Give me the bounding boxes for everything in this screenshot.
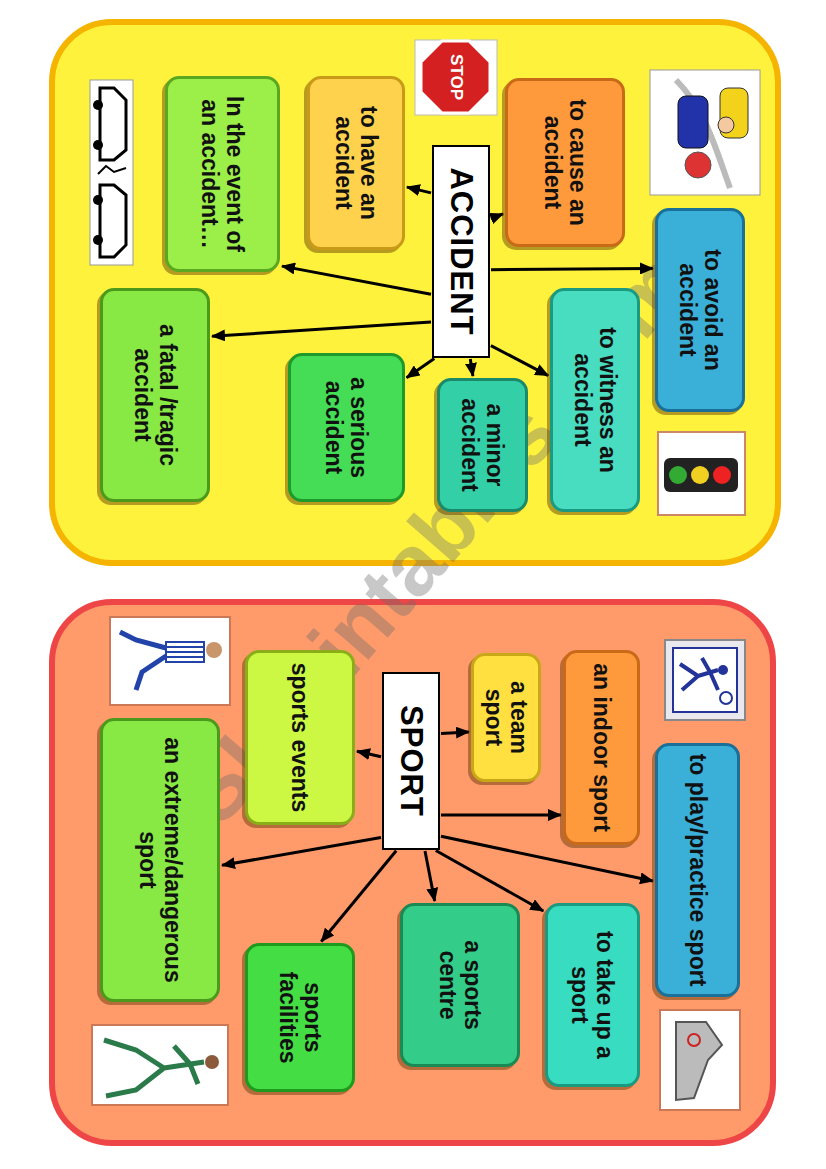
topic-box: SPORT <box>382 672 440 850</box>
collocation-box: an extreme/dangerous sport <box>100 718 220 1002</box>
arrow-connector <box>282 266 431 294</box>
car-wheel <box>93 100 103 110</box>
cars-frame <box>90 80 133 265</box>
collocation-box: to have an accident <box>307 76 405 250</box>
footballer-head <box>206 642 222 658</box>
car-outline <box>100 185 126 257</box>
runner-head <box>205 1055 219 1069</box>
arrow-connector <box>425 851 435 901</box>
arrow-connector <box>357 751 381 756</box>
green-light <box>669 466 687 484</box>
car-wheel <box>93 140 103 150</box>
blue-car <box>678 96 708 148</box>
tennis-racket <box>720 692 732 704</box>
collocation-box: a minor accident <box>437 378 528 512</box>
car-wheel <box>93 235 103 245</box>
topic-word: ACCIDENT <box>444 167 477 335</box>
collocation-box: In the event of an accident… <box>165 76 280 272</box>
collocation-box: sports events <box>245 650 355 825</box>
sign-disc <box>685 152 711 178</box>
player-head <box>718 665 728 675</box>
crash-spark <box>98 166 126 174</box>
collocation-box: to witness an accident <box>550 288 640 512</box>
tennis-sign <box>673 648 737 712</box>
collocation-text: an indoor sport <box>589 663 614 832</box>
collocation-text: sports events <box>288 663 313 813</box>
collocation-text: In the event of an accident… <box>198 85 248 263</box>
driver-head <box>718 117 734 133</box>
red-light <box>713 466 731 484</box>
running-figure <box>104 1040 204 1096</box>
arrow-connector <box>436 851 544 912</box>
collocation-box: a serious accident <box>288 353 405 502</box>
collocation-text: sports facilities <box>275 952 325 1083</box>
collocation-box: an indoor sport <box>563 650 640 845</box>
traffic-light-housing <box>664 458 738 492</box>
tennis-player <box>680 658 718 690</box>
collocation-text: a team sport <box>481 662 531 773</box>
collocation-box: to take up a sport <box>545 903 640 1087</box>
arrow-connector <box>470 359 473 376</box>
collocation-box: a fatal /tragic accident <box>100 288 210 502</box>
collocation-box: to cause an accident <box>505 78 625 247</box>
collocation-box: to play/practice sport <box>655 743 740 997</box>
sport-shoe <box>676 1022 722 1100</box>
amber-light <box>691 466 709 484</box>
arrow-connector <box>441 732 469 734</box>
topic-word: SPORT <box>394 705 427 817</box>
footballer-legs <box>120 632 166 690</box>
collocation-box: sports facilities <box>245 943 355 1092</box>
collocation-box: a team sport <box>471 653 541 782</box>
arrow-connector <box>491 346 548 376</box>
shirt-stripes <box>166 647 204 657</box>
sport-panel <box>52 602 773 1143</box>
traffic-light-frame <box>658 432 745 515</box>
collocation-text: an extreme/dangerous sport <box>135 727 185 993</box>
collocation-text: to witness an accident <box>570 297 620 503</box>
shoe-logo <box>688 1034 700 1046</box>
runner-frame <box>92 1025 228 1105</box>
collocation-text: to have an accident <box>331 85 381 241</box>
collocation-text: to cause an accident <box>540 87 590 238</box>
arrow-connector <box>491 214 503 219</box>
collocation-box: a sports centre <box>400 903 520 1067</box>
collocation-text: a serious accident <box>322 362 372 493</box>
arrow-connector <box>222 838 381 866</box>
collocation-text: to play/practice sport <box>685 754 710 987</box>
collocation-box: to avoid an accident <box>655 208 745 412</box>
stop-frame <box>415 40 497 115</box>
arrow-connector <box>321 851 396 942</box>
tennis-frame <box>665 640 745 720</box>
shoe-frame <box>660 1010 740 1110</box>
striped-shirt <box>166 642 204 662</box>
collocation-text: a fatal /tragic accident <box>130 297 180 493</box>
arrow-connector <box>407 187 431 193</box>
collocation-text: a sports centre <box>435 912 485 1058</box>
arrow-connector <box>441 814 561 817</box>
collocation-text: to take up a sport <box>568 912 618 1078</box>
collocation-text: to avoid an accident <box>675 217 725 403</box>
sign-text: STOP <box>446 54 466 100</box>
stop-sign <box>421 41 490 113</box>
collocation-text: a minor accident <box>458 387 508 503</box>
car-wheel <box>93 195 103 205</box>
car-outline <box>100 88 126 160</box>
arrow-connector <box>491 268 653 269</box>
arrow-connector <box>212 322 431 336</box>
footballer-frame <box>110 617 230 705</box>
crash-picture-frame <box>650 70 760 195</box>
accident-panel <box>52 22 778 563</box>
topic-box: ACCIDENT <box>432 145 490 358</box>
arrow-connector <box>407 359 435 378</box>
